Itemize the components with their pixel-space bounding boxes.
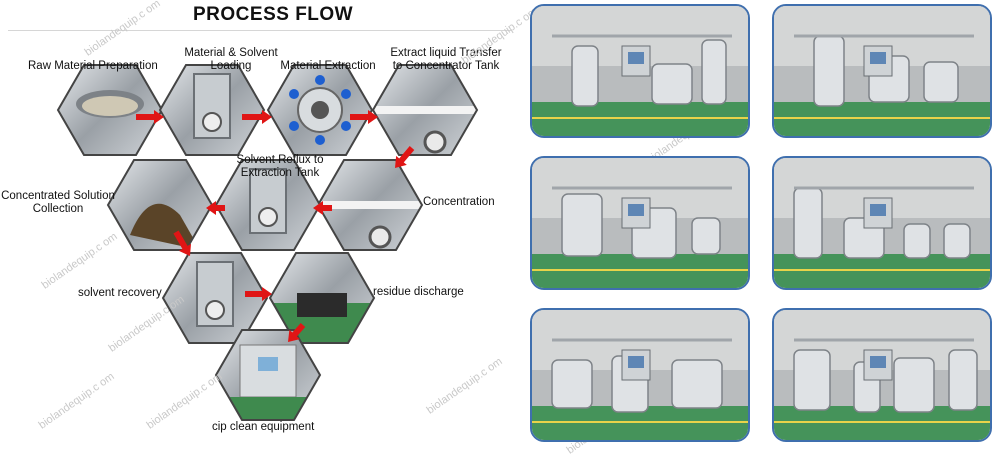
equipment-photo-4 [772,156,992,290]
step-image-recovery-unit [161,252,269,344]
flow-arrow-1 [136,110,164,124]
flow-arrow-7 [173,230,192,256]
flow-arrow-6 [206,201,225,215]
equipment-photo-1 [530,4,750,138]
step-image-reflux-pipe [214,159,322,251]
flow-arrow-8 [245,287,272,301]
flow-arrow-2 [242,110,272,124]
title-underline [8,30,511,31]
step-image-raw-material-bin [56,64,164,156]
step-label-10: cip clean equipment [212,421,314,434]
step-image-concentrator [316,159,424,251]
step-label-1: Raw Material Preparation [28,60,158,73]
step-label-line: cip clean equipment [212,421,315,433]
equipment-photo-5 [530,308,750,442]
flow-arrow-4 [395,146,415,168]
step-image-cip-cabinet [214,329,322,421]
step-label-line: Loading [210,60,252,72]
flow-arrow-9 [288,323,306,342]
step-label-5: Concentration [423,196,495,209]
step-label-line: to Concentrator Tank [392,60,500,72]
step-image-residue-bin [268,252,376,344]
step-label-line: Collection [32,203,84,215]
step-label-8: solvent recovery [78,287,162,300]
step-image-collection-pour [106,159,214,251]
process-flow-diagram [56,64,479,421]
step-image-extraction-lid [266,64,374,156]
step-image-transfer-pipe [371,64,479,156]
step-label-line: Raw Material Preparation [28,60,158,72]
flow-arrow-3 [350,110,378,124]
equipment-photo-2 [772,4,992,138]
step-image-solvent-vessel [158,64,266,156]
step-label-line: Extraction Tank [240,167,320,179]
step-label-line: Solvent Reflux to [236,154,324,166]
page-title: PROCESS FLOW [193,4,354,25]
equipment-photo-3 [530,156,750,290]
step-label-line: residue discharge [373,286,464,298]
equipment-photo-6 [772,308,992,442]
step-label-3: Material Extraction [280,60,375,73]
step-label-line: solvent recovery [78,287,162,299]
flow-arrow-5 [313,201,332,215]
step-label-line: Extract liquid Transfer [390,47,502,59]
step-label-line: Concentrated Solution [1,190,115,202]
step-label-line: Concentration [423,196,495,208]
step-label-line: Material Extraction [280,60,376,72]
step-label-line: Material & Solvent [184,47,278,59]
step-label-9: residue discharge [373,286,464,299]
